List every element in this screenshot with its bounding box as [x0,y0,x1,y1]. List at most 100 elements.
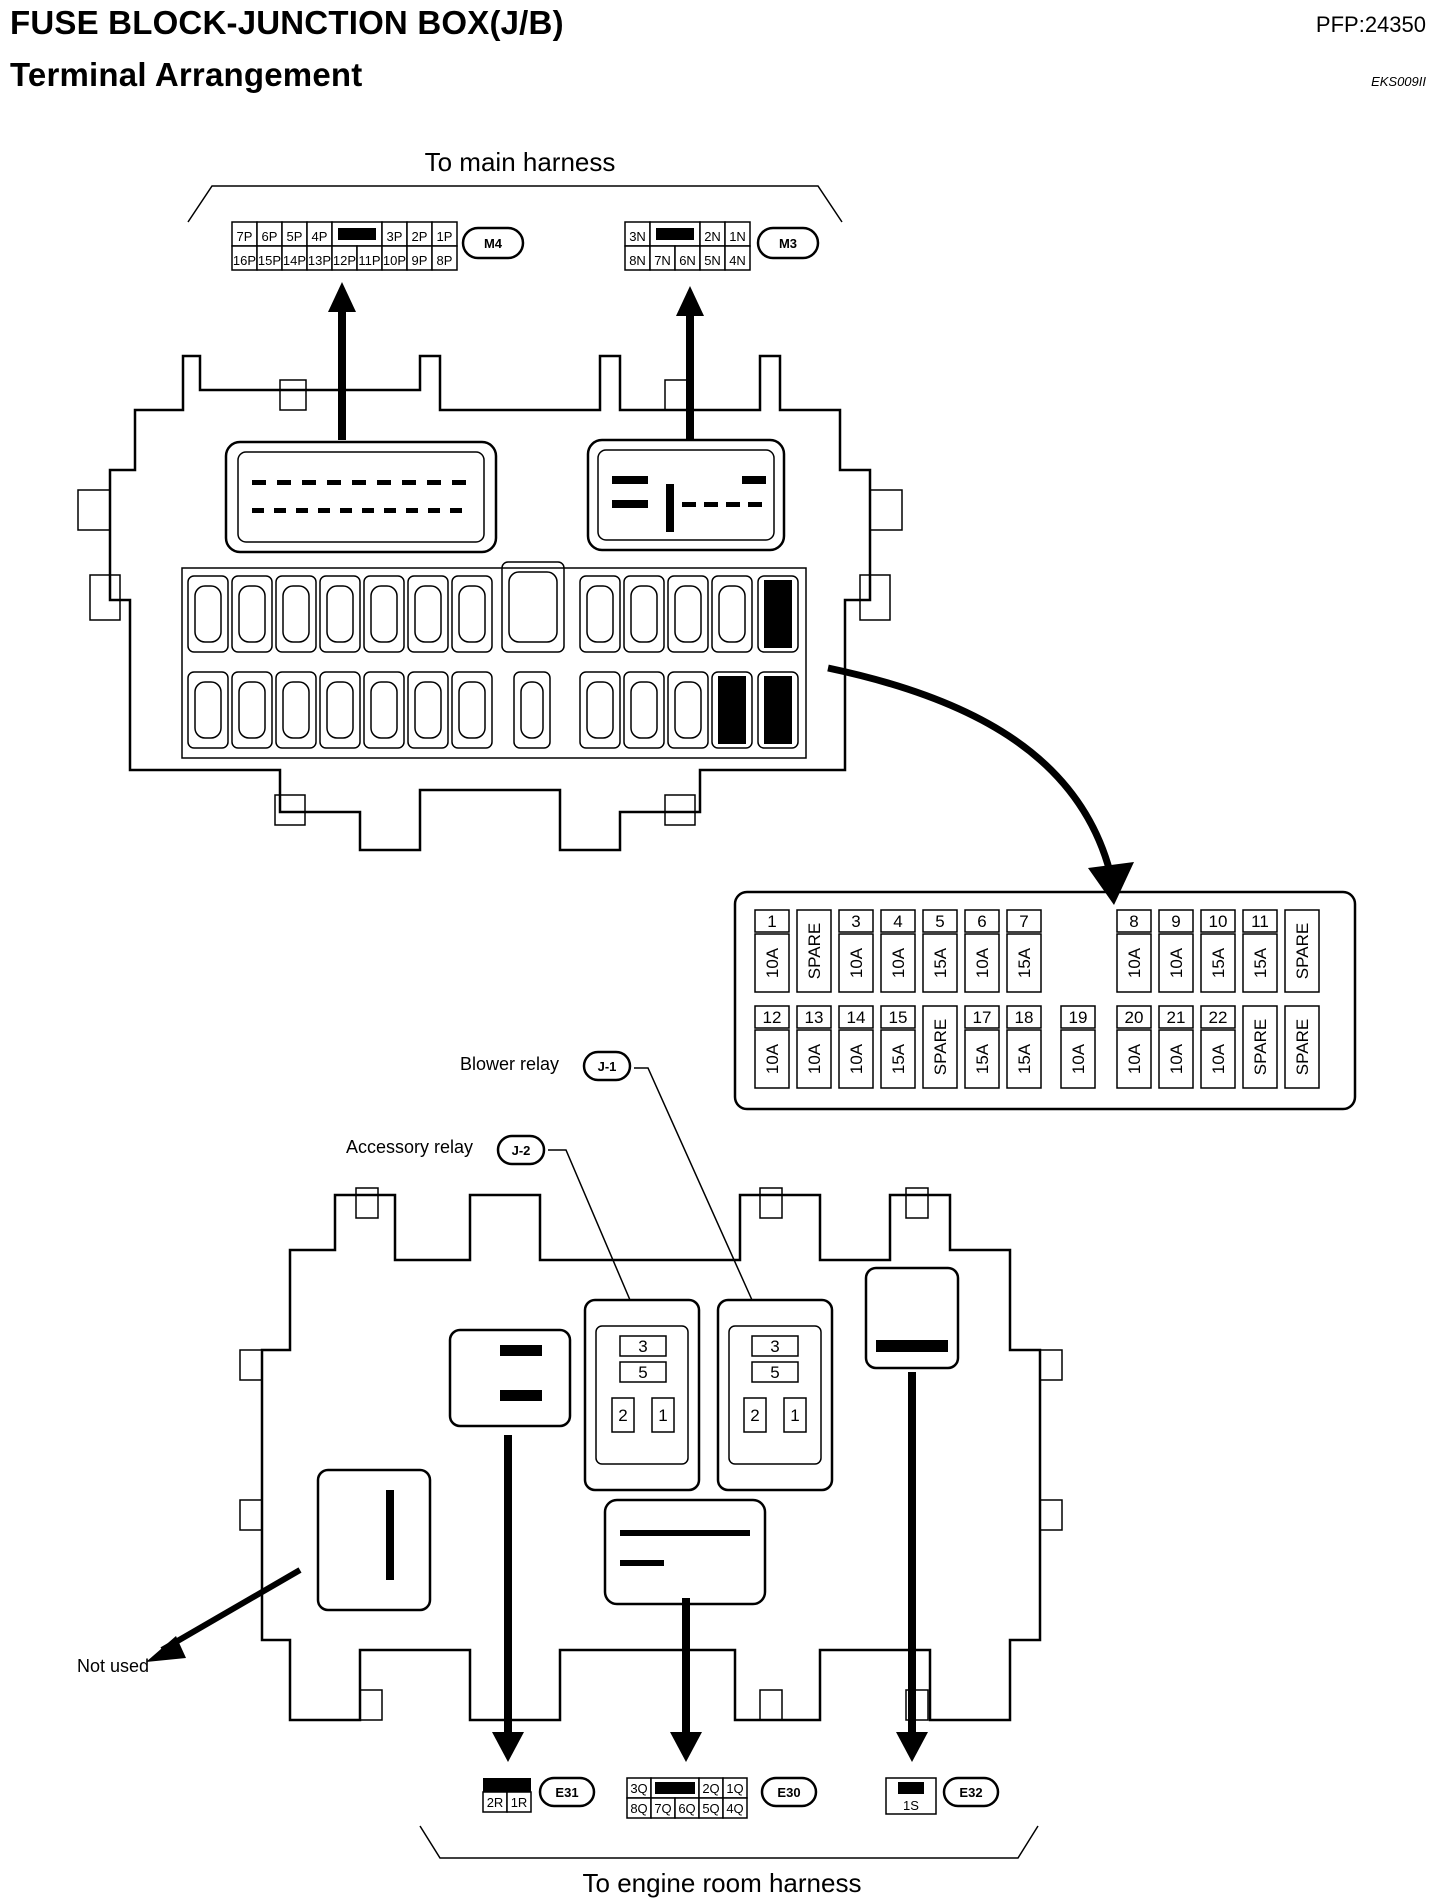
fuse-rating-cell [1200,933,1236,993]
fuse-number: 5 [935,912,944,931]
connector-m3-pin: 5N [704,253,721,268]
fuse-rating-cell [964,933,1000,993]
fuse-rating: 10A [1125,947,1144,978]
fuse-rating: 10A [973,947,992,978]
connector-e30-pin: 5Q [702,1801,719,1816]
fuse-rating-cell [1158,933,1194,993]
fuse-number-cell [1116,909,1152,933]
connector-e31-badge [538,1776,596,1808]
fuse-rating: 10A [1167,1043,1186,1074]
connector-e30-id: E30 [777,1785,800,1800]
engine-harness-label: To engine room harness [583,1868,862,1898]
arrow-head-e31 [492,1732,524,1762]
fuse-rating: SPARE [1251,1019,1270,1075]
connector-e32-id: E32 [959,1785,982,1800]
relay-j1-pin: 3 [770,1337,779,1356]
fuse-rating-cell [1284,909,1320,993]
arrow-to-fuse-table [827,664,1114,873]
fuse-rating-cell [796,1029,832,1089]
fuse-number: 1 [767,912,776,931]
connector-m4-cell [331,245,358,271]
engine-harness-bracket [419,1825,1039,1859]
connector-m4-pin: 5P [287,229,303,244]
connector-m4-pin: 7P [237,229,253,244]
fuse-number: 18 [1015,1008,1034,1027]
fuse-rating-cell [964,1029,1000,1089]
fuse-number: 6 [977,912,986,931]
fuse-rating-cell [754,1029,790,1089]
connector-m4-badge [461,226,525,260]
main-harness-bracket [187,185,843,223]
connector-m3-badge [756,226,820,260]
connector-e30-badge [760,1776,818,1808]
relay-j2-pin: 1 [658,1406,667,1425]
fuse-rating: 10A [847,947,866,978]
fuse-rating: 15A [1251,947,1270,978]
fuse-number: 4 [893,912,902,931]
fuse-number-cell [754,909,790,933]
arrow-head-m4 [328,282,356,312]
connector-m3-pin: 1N [729,229,746,244]
fuse-rating-cell [1200,1029,1236,1089]
connector-m4-cell [431,245,458,271]
fuse-rating-cell [838,1029,874,1089]
fuse-number: 13 [805,1008,824,1027]
connector-m4-pin: 3P [387,229,403,244]
connector-m4-pin: 1P [437,229,453,244]
fuse-rating-cell [838,933,874,993]
connector-m4-pin: 4P [312,229,328,244]
connector-m4-pin: 14P [283,253,306,268]
connector-e30-pin: 3Q [630,1781,647,1796]
fuse-number: 14 [847,1008,866,1027]
leader-j1 [634,1067,753,1301]
connector-e30-pin: 4Q [726,1801,743,1816]
connector-m3-pin: 6N [679,253,696,268]
fuse-number: 7 [1019,912,1028,931]
fuse-rating: 15A [973,1043,992,1074]
connector-e31: 2R 1R E31 [482,1776,596,1813]
fuse-number-cell [1200,909,1236,933]
arrow-head-not-used [146,1636,186,1662]
fuse-rating: 15A [889,1043,908,1074]
accessory-relay-label: Accessory relay [346,1137,473,1157]
relay-j1-id: J-1 [598,1059,617,1074]
fuse-rating: 10A [1209,1043,1228,1074]
not-used-label: Not used [77,1656,149,1676]
connector-m4-pin: 11P [358,253,380,268]
fuse-number: 21 [1167,1008,1186,1027]
fuse-number: 19 [1069,1008,1088,1027]
socket-m4 [224,440,498,554]
fuse-number: 10 [1209,912,1228,931]
fuse-rating-cell [1242,933,1278,993]
arrow-head-e32 [896,1732,928,1762]
fuse-rating: 10A [763,947,782,978]
connector-m4-pin: 16P [233,253,256,268]
fuse-number-cell [1158,1005,1194,1029]
fuse-number-cell [838,1005,874,1029]
fuse-rating-cell [922,933,958,993]
fuse-rating: SPARE [1293,1019,1312,1075]
fuse-number: 11 [1251,912,1269,931]
fuse-block-top [77,354,903,852]
page-subtitle: Terminal Arrangement [10,56,363,93]
fuse-rating-cell [880,1029,916,1089]
connector-e31-pin: 1R [511,1795,528,1810]
fuse-number: 17 [973,1008,992,1027]
fuse-rating-cell [796,909,832,993]
connector-m4-pin: 2P [412,229,428,244]
connector-e31-id: E31 [555,1785,578,1800]
connector-m3-cell [724,221,751,247]
connector-m4-cell [306,245,333,271]
connector-m4-pin: 9P [412,253,428,268]
connector-m3-cell [674,245,701,271]
connector-m4-pin: 8P [437,253,453,268]
relay-j2-id: J-2 [512,1143,531,1158]
relay-j1-pin: 2 [750,1406,759,1425]
fuse-rating: 10A [805,1043,824,1074]
connector-e31-pin: 2R [487,1795,504,1810]
fuse-rating: 10A [889,947,908,978]
fuse-rating: 10A [847,1043,866,1074]
